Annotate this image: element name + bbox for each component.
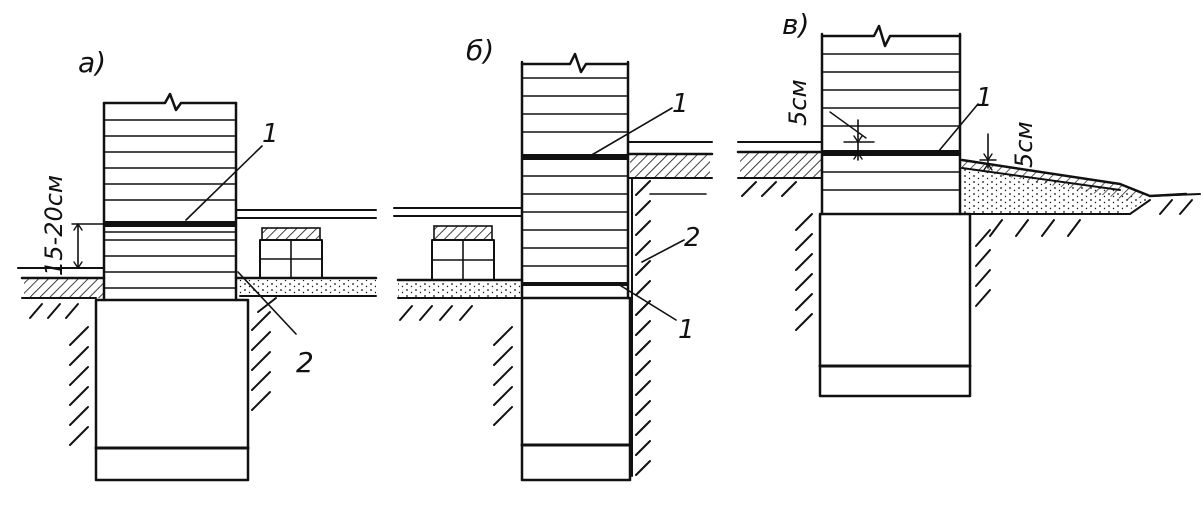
callout-2: 2 [684, 223, 701, 253]
callout-1-lower: 1 [678, 315, 695, 345]
panel-b-foundation [520, 296, 632, 482]
panel-b-wall [520, 52, 630, 300]
panel-c-foundation [818, 212, 972, 398]
panel-c-blind-area [960, 158, 1201, 307]
panel-c-callouts: 1 [937, 83, 993, 153]
panel-b-letter: б) [466, 34, 494, 67]
panel-c: в) [736, 8, 1201, 398]
break-line-icon [520, 52, 630, 74]
panel-c-dimension-left-label: 5см [784, 79, 812, 126]
panel-b-callouts: 1 2 1 [589, 89, 701, 345]
panel-a-callouts: 1 2 [185, 119, 314, 379]
panel-a-foundation [94, 298, 250, 482]
panel-b: б) [393, 34, 714, 482]
panel-a-wall [102, 92, 238, 302]
panel-c-letter: в) [782, 8, 809, 41]
panel-a-ground-left [17, 267, 106, 446]
panel-c-dimension-right: 5см [979, 121, 1038, 171]
break-line-icon [820, 24, 962, 48]
panel-a-waterproof-layer [104, 221, 236, 227]
panel-b-ground-right [626, 141, 714, 195]
callout-2: 2 [296, 346, 314, 379]
panel-b-floor-left [393, 207, 524, 426]
panel-c-dimension-right-label: 5см [1010, 121, 1038, 168]
panel-a-letter: а) [78, 46, 106, 79]
panel-b-waterproof-lower [522, 282, 628, 286]
callout-1: 1 [672, 89, 689, 119]
callout-1: 1 [262, 119, 279, 149]
panel-c-waterproof-layer [822, 150, 960, 156]
callout-1: 1 [976, 83, 993, 113]
panel-c-ground-left [736, 141, 824, 331]
panel-b-waterproof-upper [522, 154, 628, 160]
panel-b-vertical-waterproof [631, 177, 651, 477]
panel-a: а) [17, 46, 378, 482]
panel-a-dimension-label: 15-20см [40, 175, 68, 276]
panel-c-wall [820, 24, 962, 216]
panel-a-floor-right [234, 209, 378, 411]
panel-a-brick-post [259, 227, 323, 279]
panel-b-brick-post [431, 225, 495, 281]
panel-a-dimension: 15-20см [40, 175, 105, 276]
panel-c-dimension-left: 5см [784, 79, 875, 161]
break-line-icon [102, 92, 238, 112]
